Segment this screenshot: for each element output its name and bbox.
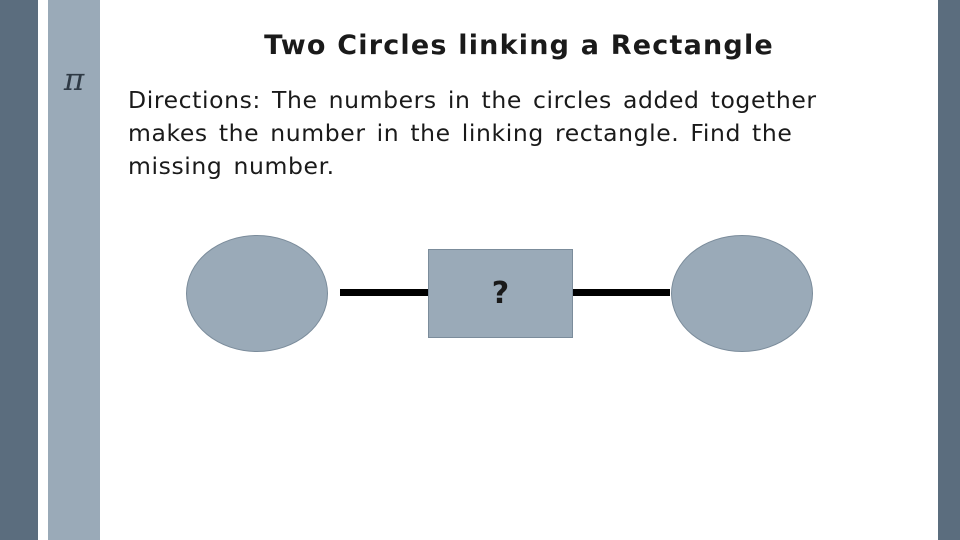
left-outer-band (0, 0, 38, 540)
page-title: Two Circles linking a Rectangle (264, 30, 774, 61)
linking-rectangle: ? (428, 249, 573, 338)
linking-diagram: ? (100, 210, 938, 390)
connector-right (570, 289, 670, 296)
left-inner-band (48, 0, 100, 540)
directions-text: The numbers in the circles added togethe… (128, 86, 817, 180)
left-band-gap (38, 0, 48, 540)
directions-paragraph: Directions: The numbers in the circles a… (128, 84, 880, 183)
connector-left (340, 289, 430, 296)
circle-left (186, 235, 328, 352)
circle-right (671, 235, 813, 352)
rectangle-value: ? (491, 276, 510, 311)
directions-label: Directions: (128, 86, 261, 114)
right-band (938, 0, 960, 540)
pi-logo-icon: π (63, 62, 85, 98)
